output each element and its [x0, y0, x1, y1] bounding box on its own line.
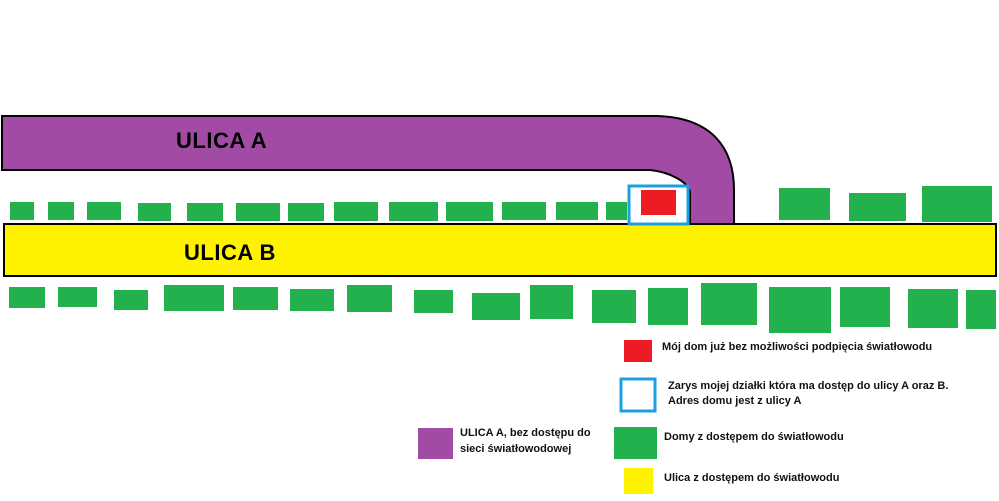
house — [779, 188, 830, 220]
house — [334, 202, 378, 221]
my-house — [641, 190, 676, 215]
legend-swatch-my-house — [624, 340, 652, 362]
house — [701, 283, 757, 325]
plot-outline — [627, 184, 690, 226]
house — [840, 287, 890, 327]
house — [138, 203, 171, 221]
house — [922, 186, 992, 222]
legend-my-house-text: Mój dom już bez możliwości podpięcia świ… — [662, 341, 933, 353]
street-b-label: ULICA B — [184, 240, 276, 265]
legend-plot-text-line1: Zarys mojej działki która ma dostęp do u… — [668, 380, 949, 392]
house — [606, 202, 627, 220]
legend-swatch-street-b — [624, 468, 653, 494]
house — [58, 287, 97, 307]
house — [114, 290, 148, 310]
legend-swatch-plot-outline — [619, 377, 657, 413]
legend-street-a-text-line2: sieci światłowodowej — [460, 443, 572, 455]
houses-row-bottom — [9, 283, 996, 333]
legend-swatch-houses — [614, 427, 657, 459]
house — [502, 202, 546, 220]
house — [9, 287, 45, 308]
houses-row-top — [10, 186, 992, 222]
legend-plot-text-line2: Adres domu jest z ulicy A — [668, 395, 802, 407]
legend-swatch-street-a — [418, 428, 453, 459]
house — [648, 288, 688, 325]
house — [446, 202, 493, 221]
house — [769, 287, 831, 333]
house — [236, 203, 280, 221]
house — [849, 193, 906, 221]
legend-houses-text: Domy z dostępem do światłowodu — [664, 431, 844, 443]
house — [556, 202, 598, 220]
house — [592, 290, 636, 323]
street-a-label: ULICA A — [176, 128, 268, 153]
house — [10, 202, 34, 220]
house — [530, 285, 573, 319]
house — [87, 202, 121, 220]
legend-street-a-text-line1: ULICA A, bez dostępu do — [460, 427, 591, 439]
house — [290, 289, 334, 311]
house — [414, 290, 453, 313]
house — [164, 285, 224, 311]
house — [48, 202, 74, 220]
house — [908, 289, 958, 328]
house — [288, 203, 324, 221]
street-b-shape — [3, 223, 997, 277]
house — [966, 290, 996, 329]
house — [389, 202, 438, 221]
house — [347, 285, 392, 312]
legend-street-b-text: Ulica z dostępem do światłowodu — [664, 472, 840, 484]
street-a-shape — [1, 115, 735, 225]
house — [233, 287, 278, 310]
house — [187, 203, 223, 221]
house — [472, 293, 520, 320]
